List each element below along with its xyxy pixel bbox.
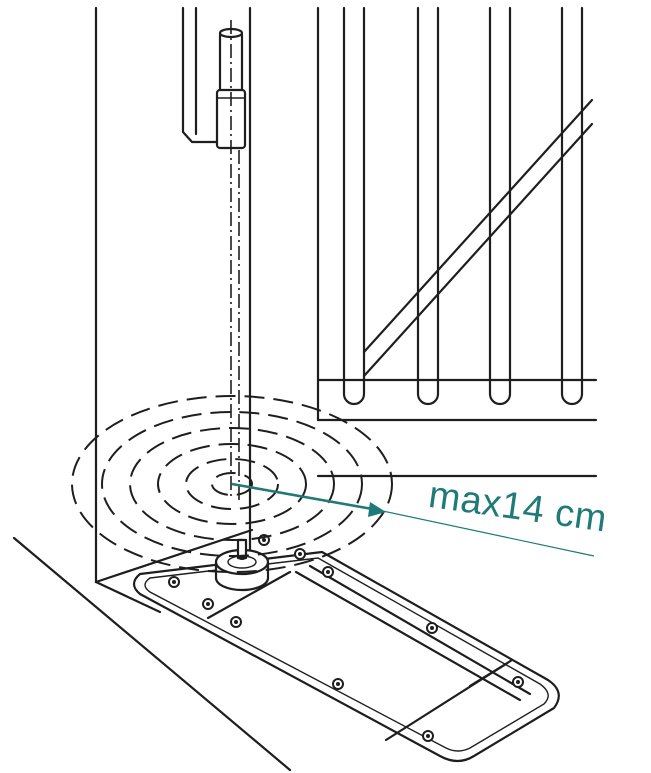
- wall-frame: [94, 6, 252, 584]
- gate-bottom-rail: [316, 378, 598, 478]
- gate-rail: [181, 6, 219, 144]
- floor-edge: [12, 528, 292, 772]
- measurement-arrow: [231, 482, 595, 557]
- pivot-cup: [214, 538, 270, 592]
- floor-plate: [132, 550, 560, 763]
- plate-holes: [168, 534, 524, 742]
- rotation-radius-rings: [71, 395, 393, 573]
- diagonal-brace: [362, 98, 594, 378]
- gate-bars: [316, 6, 584, 422]
